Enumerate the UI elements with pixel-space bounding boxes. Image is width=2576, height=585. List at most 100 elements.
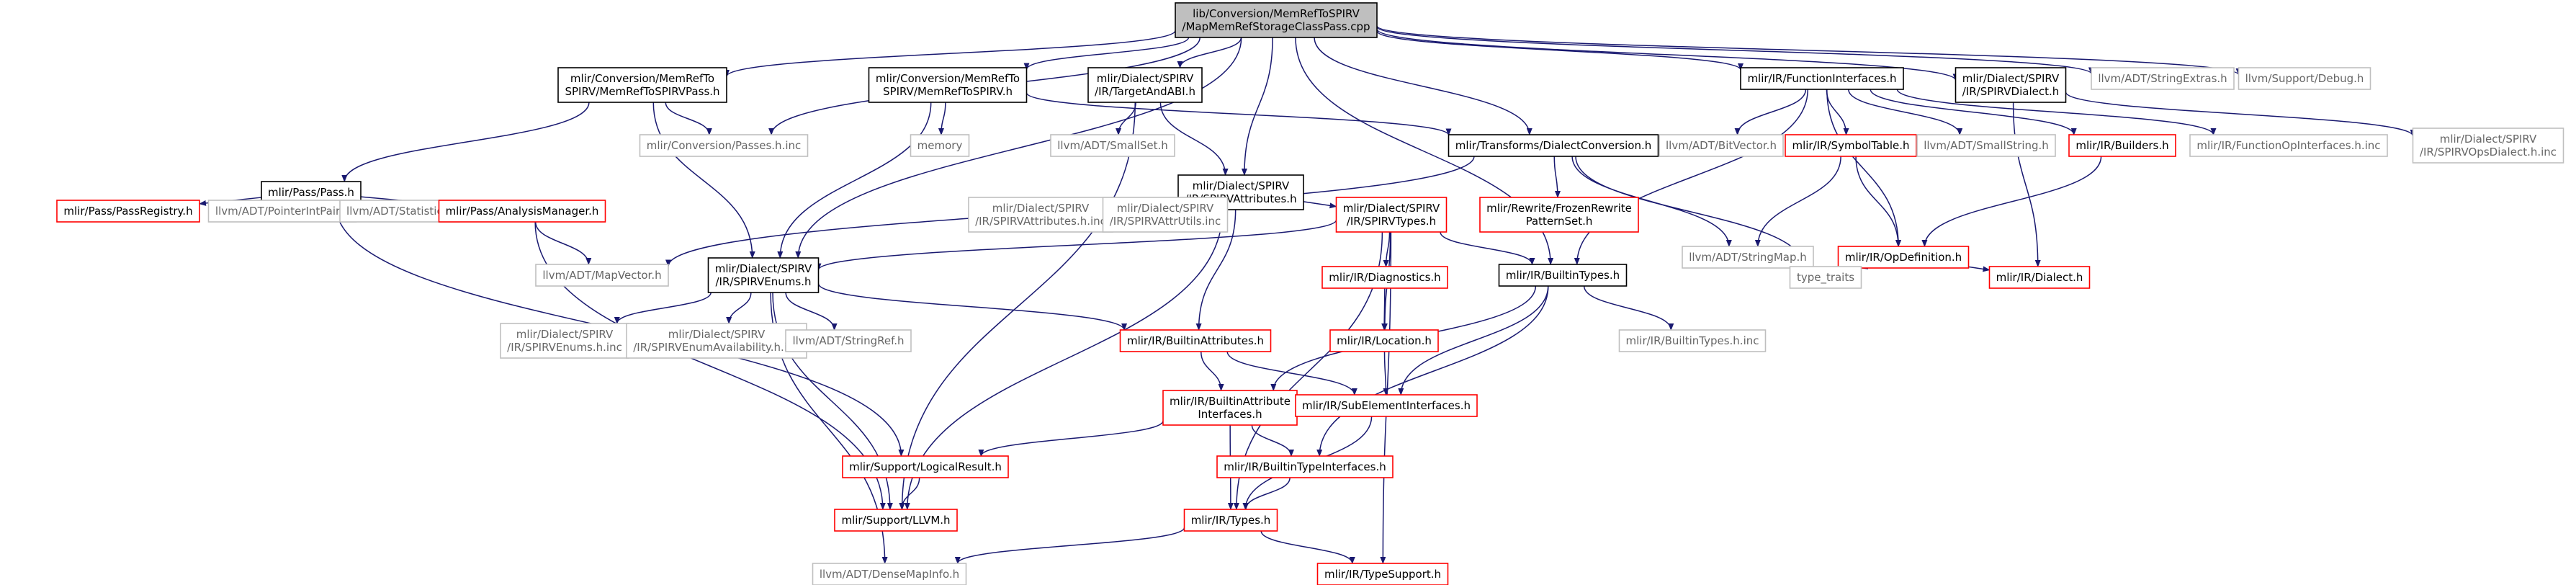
node-label-line: mlir/IR/BuiltinAttributes.h [1127, 334, 1264, 347]
edge-spirvtypes-to-builtintypes [1440, 231, 1535, 265]
node-targetandabi[interactable]: mlir/Dialect/SPIRV/IR/TargetAndABI.h [1087, 67, 1203, 103]
edge-functioninterfaces-to-builders [1870, 89, 2077, 135]
node-dialectconversion[interactable]: mlir/Transforms/DialectConversion.h [1448, 134, 1659, 157]
node-builtintypeinterfaces[interactable]: mlir/IR/BuiltinTypeInterfaces.h [1216, 455, 1394, 478]
node-typesupport[interactable]: mlir/IR/TypeSupport.h [1316, 563, 1449, 585]
edge-root-to-memreftospirvpass [724, 30, 1176, 78]
node-densemapinfo[interactable]: llvm/ADT/DenseMapInfo.h [812, 563, 967, 585]
edge-diagnostics-to-location [1381, 287, 1388, 331]
node-spirvdialect[interactable]: mlir/Dialect/SPIRV/IR/SPIRVDialect.h [1955, 67, 2067, 103]
node-label-line: mlir/IR/Dialect.h [1996, 271, 2083, 284]
node-passregistry[interactable]: mlir/Pass/PassRegistry.h [56, 200, 200, 223]
node-functioninterfaces[interactable]: mlir/IR/FunctionInterfaces.h [1740, 67, 1904, 90]
node-label-line: mlir/IR/SubElementInterfaces.h [1302, 399, 1471, 412]
node-bitvector[interactable]: llvm/ADT/BitVector.h [1659, 134, 1784, 157]
node-types[interactable]: mlir/IR/Types.h [1183, 509, 1278, 532]
node-label-line: /IR/TargetAndABI.h [1095, 85, 1195, 98]
node-label-line: mlir/IR/BuiltinTypes.h.inc [1626, 334, 1759, 347]
node-spirvenumavailinc[interactable]: mlir/Dialect/SPIRV/IR/SPIRVEnumAvailabil… [626, 323, 807, 359]
node-builtinattributes[interactable]: mlir/IR/BuiltinAttributes.h [1119, 329, 1272, 352]
node-box [2068, 134, 2176, 157]
node-stringextras[interactable]: llvm/ADT/StringExtras.h [2091, 67, 2235, 90]
node-dialect[interactable]: mlir/IR/Dialect.h [1988, 266, 2091, 289]
node-spirvtypes[interactable]: mlir/Dialect/SPIRV/IR/SPIRVTypes.h [1335, 197, 1448, 233]
node-smallstring[interactable]: llvm/ADT/SmallString.h [1916, 134, 2056, 157]
node-mapvector[interactable]: llvm/ADT/MapVector.h [535, 264, 669, 287]
edge-memreftospirv-to-dialectconversion [1026, 92, 1452, 136]
node-label-line: mlir/Conversion/MemRefTo [876, 72, 1020, 85]
edge-builtintypes-to-subelementinterfaces [1398, 285, 1549, 396]
node-memreftospirv[interactable]: mlir/Conversion/MemRefToSPIRV/MemRefToSP… [868, 67, 1028, 103]
node-label-line: /IR/SPIRVEnums.h [715, 275, 811, 288]
node-box [1740, 67, 1904, 90]
edge-root-to-spirvattributes [1241, 37, 1273, 176]
node-box [1316, 563, 1449, 585]
edge-memreftospirvpass-to-passesinc [665, 102, 712, 135]
node-label-line: /IR/SPIRVOpsDialect.h.inc [2420, 146, 2557, 158]
node-opdefinition[interactable]: mlir/IR/OpDefinition.h [1837, 246, 1970, 269]
node-box [842, 455, 1009, 478]
node-passpass[interactable]: mlir/Pass/Pass.h [261, 181, 362, 204]
node-box [535, 264, 669, 287]
node-label-line: mlir/IR/Builders.h [2075, 139, 2168, 152]
node-box [2189, 134, 2388, 157]
node-subelementinterfaces[interactable]: mlir/IR/SubElementInterfaces.h [1295, 394, 1478, 417]
node-builtintypes[interactable]: mlir/IR/BuiltinTypes.h [1498, 264, 1628, 287]
node-label-line: mlir/Transforms/DialectConversion.h [1455, 139, 1651, 152]
node-passesinc[interactable]: mlir/Conversion/Passes.h.inc [639, 134, 809, 157]
node-box [639, 134, 809, 157]
node-typetraits[interactable]: type_traits [1789, 266, 1862, 289]
node-supportllvm[interactable]: mlir/Support/LLVM.h [834, 509, 958, 532]
node-memreftospirvpass[interactable]: mlir/Conversion/MemRefToSPIRV/MemRefToSP… [557, 67, 727, 103]
edge-targetandabi-to-supportllvm [899, 102, 1136, 510]
node-label-line: /IR/SPIRVTypes.h [1347, 215, 1436, 228]
edge-builtinattrinterfaces-to-logicalresult [978, 420, 1164, 457]
node-label-line: mlir/IR/FunctionInterfaces.h [1747, 72, 1896, 85]
node-stringmap[interactable]: llvm/ADT/StringMap.h [1682, 246, 1814, 269]
edge-symboltable-to-stringmap [1754, 156, 1841, 247]
node-symboltable[interactable]: mlir/IR/SymbolTable.h [1785, 134, 1917, 157]
node-box [1175, 2, 1378, 38]
node-spirvenums[interactable]: mlir/Dialect/SPIRV/IR/SPIRVEnums.h [707, 257, 820, 293]
edge-functioninterfaces-to-smallstring [1848, 89, 1963, 135]
node-analysismanager[interactable]: mlir/Pass/AnalysisManager.h [438, 200, 606, 223]
node-location[interactable]: mlir/IR/Location.h [1329, 329, 1439, 352]
edge-builtinattributes-to-builtinattrinterfaces [1200, 351, 1224, 391]
node-box [56, 200, 200, 223]
node-root[interactable]: lib/Conversion/MemRefToSPIRV/MapMemRefSt… [1175, 2, 1378, 38]
node-memory[interactable]: memory [910, 134, 970, 157]
node-box [1335, 197, 1448, 233]
node-diagnostics[interactable]: mlir/IR/Diagnostics.h [1321, 266, 1448, 289]
node-box [968, 197, 1113, 233]
node-smallset[interactable]: llvm/ADT/SmallSet.h [1050, 134, 1175, 157]
edge-builtintypeinterfaces-to-types [1242, 477, 1291, 510]
node-box [1162, 390, 1298, 426]
node-box [812, 563, 967, 585]
node-logicalresult[interactable]: mlir/Support/LogicalResult.h [842, 455, 1009, 478]
node-builtintypesinc[interactable]: mlir/IR/BuiltinTypes.h.inc [1618, 329, 1767, 352]
node-label-line: mlir/IR/TypeSupport.h [1324, 568, 1441, 581]
node-label-line: mlir/Dialect/SPIRV [715, 262, 812, 275]
node-spirvenumsinc[interactable]: mlir/Dialect/SPIRV/IR/SPIRVEnums.h.inc [500, 323, 629, 359]
node-label-line: mlir/IR/Types.h [1191, 514, 1271, 527]
edge-memreftospirvpass-to-passpass [341, 102, 590, 182]
edge-functioninterfaces-to-functionopinterfacesinc [1896, 89, 2217, 135]
node-spirvattrutilsinc[interactable]: mlir/Dialect/SPIRV/IR/SPIRVAttrUtils.inc [1102, 197, 1229, 233]
node-label-line: mlir/IR/FunctionOpInterfaces.h.inc [2196, 139, 2380, 152]
node-stringref[interactable]: llvm/ADT/StringRef.h [785, 329, 912, 352]
node-box [1659, 134, 1784, 157]
node-label-line: llvm/Support/Debug.h [2245, 72, 2364, 85]
node-box [1916, 134, 2056, 157]
node-label-line: mlir/Dialect/SPIRV [992, 202, 1090, 215]
node-spirvopsdialectinc[interactable]: mlir/Dialect/SPIRV/IR/SPIRVOpsDialect.h.… [2412, 128, 2564, 164]
node-functionopinterfacesinc[interactable]: mlir/IR/FunctionOpInterfaces.h.inc [2189, 134, 2388, 157]
node-debug[interactable]: llvm/Support/Debug.h [2238, 67, 2371, 90]
node-builders[interactable]: mlir/IR/Builders.h [2068, 134, 2176, 157]
edge-spirvtypes-to-diagnostics [1383, 231, 1391, 267]
node-pointerintpair[interactable]: llvm/ADT/PointerIntPair.h [207, 200, 357, 223]
edge-functioninterfaces-to-bitvector [1734, 89, 1807, 135]
node-spirvattributesinc[interactable]: mlir/Dialect/SPIRV/IR/SPIRVAttributes.h.… [968, 197, 1113, 233]
